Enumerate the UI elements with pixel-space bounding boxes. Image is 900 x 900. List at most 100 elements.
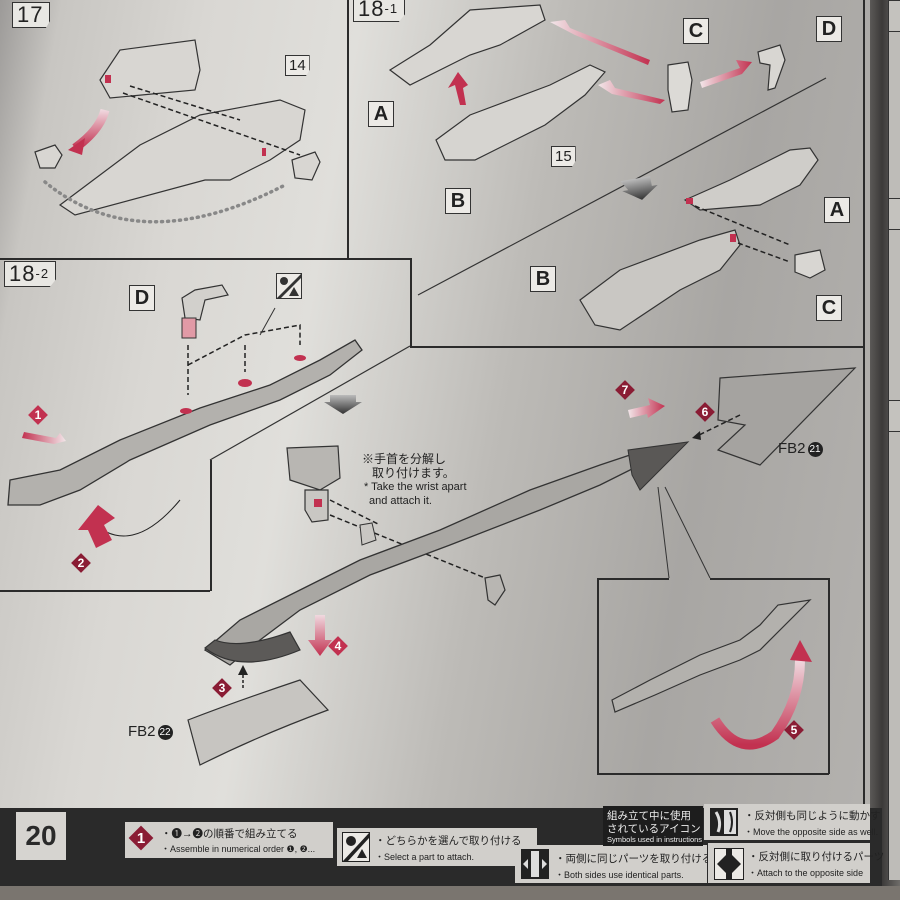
step-17-label: 17 bbox=[12, 2, 51, 28]
order-marker-5: 5 bbox=[784, 720, 804, 740]
effect-part-code: FB2 bbox=[778, 440, 806, 457]
part-D bbox=[757, 44, 786, 91]
guide-dashed-line bbox=[129, 85, 241, 121]
attach-arrow bbox=[448, 72, 468, 105]
panel-divider bbox=[347, 0, 349, 258]
next-page-box bbox=[888, 0, 900, 32]
attach-opposite-icon bbox=[714, 848, 744, 880]
panel-divider bbox=[863, 0, 865, 808]
wrist-joint-part bbox=[484, 574, 506, 606]
step18-1-diagram bbox=[388, 4, 826, 331]
step-number: 17 bbox=[17, 2, 44, 27]
effect-part-fb2-22 bbox=[187, 679, 330, 766]
part-D-peg bbox=[181, 317, 197, 339]
spear-tip-closeup bbox=[611, 599, 812, 713]
wrist-note-en-line2: and attach it. bbox=[369, 495, 432, 507]
panel-divider bbox=[410, 346, 865, 348]
part-label-C: C bbox=[683, 18, 709, 44]
panel-divider bbox=[0, 590, 210, 592]
order-marker-2: 2 bbox=[71, 553, 91, 573]
step-18-1-label: 18-1 bbox=[353, 0, 406, 22]
background-surface bbox=[0, 886, 900, 900]
step-substep: -2 bbox=[35, 266, 50, 281]
spear-tip-dark bbox=[627, 441, 690, 491]
legend-numbered-order: 1 ・❶→❷の順番で組み立てる ・Assemble in numerical o… bbox=[125, 822, 333, 858]
legend-title-en: Symbols used in instructions bbox=[607, 835, 703, 844]
legend-en-text: ・Assemble in numerical order ❶, ❷... bbox=[161, 844, 316, 854]
step-18-2-label: 18-2 bbox=[4, 261, 57, 287]
legend-jp-text: ・反対側に取り付けるパーツ bbox=[748, 851, 885, 863]
result-label-C: C bbox=[816, 295, 842, 321]
effect-part-fb2-21 bbox=[716, 367, 857, 466]
hand-part bbox=[286, 445, 341, 491]
legend-jp-text: ・どちらかを選んで取り付ける bbox=[375, 835, 522, 847]
zoom-panel-border bbox=[597, 578, 669, 580]
step-number: 18 bbox=[358, 0, 385, 21]
gun-body-part bbox=[99, 39, 201, 99]
order-marker-7: 7 bbox=[615, 380, 635, 400]
zoom-panel-border bbox=[710, 578, 829, 580]
order-marker-4: 4 bbox=[328, 636, 348, 656]
part-number-15: 15 bbox=[551, 146, 576, 167]
legend-en-text: ・Attach to the opposite side bbox=[748, 868, 864, 878]
legend-jp-text: ・反対側も同じように動かす bbox=[744, 810, 881, 822]
rotate-arrow bbox=[710, 659, 805, 750]
part-B-assembled bbox=[579, 229, 741, 331]
zoom-panel-border bbox=[597, 578, 599, 774]
guide-dashed-line bbox=[122, 92, 301, 156]
effect-part-number: 22 bbox=[157, 724, 173, 740]
part-A bbox=[388, 4, 546, 86]
legend-title-jp-line1: 組み立て中に使用 bbox=[607, 810, 691, 822]
legend-move-opposite: ・反対側も同じように動かす ・Move the opposite side as… bbox=[704, 804, 881, 840]
effect-part-code: FB2 bbox=[128, 723, 156, 740]
wrist-note-jp-line1: ※手首を分解し bbox=[362, 452, 447, 466]
result-label-B: B bbox=[530, 266, 556, 292]
wrist-note-en-line1: * Take the wrist apart bbox=[364, 481, 467, 493]
move-opposite-icon bbox=[710, 808, 738, 836]
numbered-diamond-icon: 1 bbox=[128, 825, 154, 851]
part-label-D: D bbox=[129, 285, 155, 311]
step-number: 18 bbox=[9, 261, 36, 286]
swap-dotted-arrow bbox=[43, 180, 287, 224]
order-marker-6: 6 bbox=[695, 402, 715, 422]
legend-select-part: ・どちらかを選んで取り付ける ・Select a part to attach. bbox=[337, 828, 537, 866]
step17-diagram bbox=[34, 39, 321, 224]
legend-en-text: ・Both sides use identical parts. bbox=[555, 870, 684, 880]
panel-divider-diagonal bbox=[417, 77, 827, 296]
legend-jp-text: ・両側に同じパーツを取り付ける bbox=[555, 853, 713, 865]
zoom-panel-border bbox=[828, 578, 830, 774]
part-number-14: 14 bbox=[285, 55, 310, 76]
part-label-A: A bbox=[368, 101, 394, 127]
attach-point-marker bbox=[262, 148, 266, 156]
legend-attach-opposite: ・反対側に取り付けるパーツ ・Attach to the opposite si… bbox=[708, 843, 884, 883]
result-label-A: A bbox=[824, 197, 850, 223]
spear-shaft bbox=[7, 339, 363, 506]
part-label-D: D bbox=[816, 16, 842, 42]
both-sides-icon bbox=[521, 849, 549, 879]
attach-arrow bbox=[598, 80, 665, 104]
part-C-assembled bbox=[794, 249, 826, 279]
next-page-box bbox=[888, 400, 900, 432]
select-part-icon bbox=[276, 273, 302, 299]
part-D-attach bbox=[181, 284, 229, 321]
legend-jp-text: ・❶→❷の順番で組み立てる bbox=[161, 828, 298, 840]
zoom-panel-border bbox=[597, 773, 829, 775]
part-C bbox=[667, 61, 693, 113]
step18-2-diagram bbox=[7, 284, 857, 766]
panel-divider-diagonal bbox=[209, 345, 411, 461]
panel-divider bbox=[0, 258, 412, 260]
step-substep: -1 bbox=[384, 1, 399, 16]
wrist-note-jp-line2: 取り付けます。 bbox=[372, 466, 455, 480]
gun-main-part bbox=[58, 99, 306, 216]
attach-arrow bbox=[700, 60, 752, 88]
next-page-box bbox=[888, 198, 900, 230]
legend-en-text: ・Move the opposite side as well. bbox=[744, 827, 879, 837]
grip-part-left bbox=[34, 144, 63, 169]
legend-both-sides: ・両側に同じパーツを取り付ける ・Both sides use identica… bbox=[515, 845, 712, 883]
part-label-B: B bbox=[445, 188, 471, 214]
result-arrow bbox=[620, 176, 658, 200]
legend-title-jp-line2: されているアイコン bbox=[607, 823, 701, 835]
next-step-arrow bbox=[324, 395, 362, 414]
